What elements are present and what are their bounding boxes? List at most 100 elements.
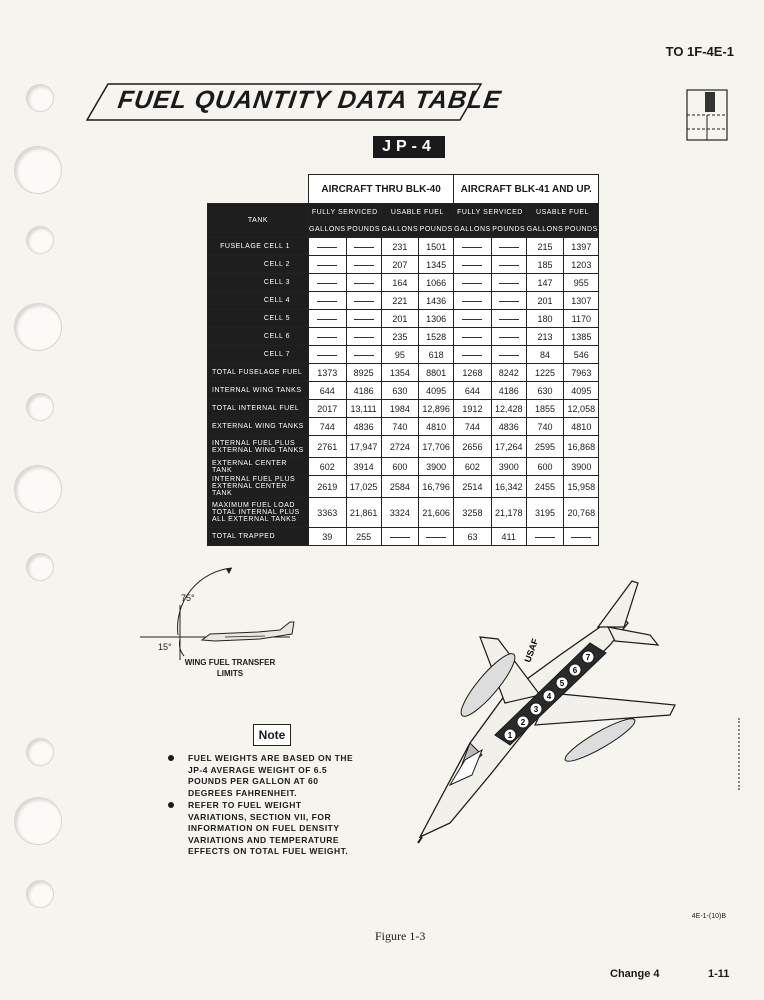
dash-mark bbox=[498, 246, 519, 248]
note-item: REFER TO FUEL WEIGHT VARIATIONS, SECTION… bbox=[168, 800, 360, 858]
table-cell bbox=[308, 255, 347, 274]
fuel-cell-number: 7 bbox=[586, 653, 591, 662]
table-cell: 2761 bbox=[308, 435, 347, 458]
table-cell: 147 bbox=[525, 273, 565, 292]
subheader-fully-serviced: FULLY SERVICED bbox=[308, 203, 382, 221]
figure-code: 4E-1-(10)B bbox=[691, 913, 726, 920]
col-gallons: GALLONS bbox=[380, 220, 420, 238]
document-number: TO 1F-4E-1 bbox=[665, 44, 734, 59]
table-cell: 3258 bbox=[453, 497, 492, 528]
table-cell: 4836 bbox=[490, 417, 527, 436]
table-cell bbox=[418, 527, 455, 546]
col-pounds: POUNDS bbox=[563, 220, 600, 238]
tank-header: TANK bbox=[207, 203, 309, 238]
dash-mark bbox=[535, 536, 556, 538]
binder-hole bbox=[14, 465, 62, 513]
table-cell bbox=[490, 237, 527, 256]
table-cell: 411 bbox=[490, 527, 527, 546]
dash-mark bbox=[498, 282, 519, 284]
table-cell: 12,896 bbox=[418, 399, 455, 418]
table-cell: 630 bbox=[525, 381, 565, 400]
row-label: TOTAL FUSELAGE FUEL bbox=[207, 363, 309, 382]
table-cell bbox=[345, 309, 382, 328]
row-label: CELL 2 bbox=[207, 255, 309, 274]
table-cell bbox=[490, 291, 527, 310]
fuel-cell-number: 6 bbox=[573, 666, 578, 675]
figure-caption: Figure 1-3 bbox=[375, 929, 426, 943]
table-cell: 740 bbox=[525, 417, 565, 436]
table-cell bbox=[490, 255, 527, 274]
binder-hole bbox=[14, 797, 62, 845]
row-label: TOTAL INTERNAL FUEL bbox=[207, 399, 309, 418]
table-cell bbox=[490, 345, 527, 364]
table-cell: 2595 bbox=[525, 435, 565, 458]
col-gallons: GALLONS bbox=[453, 220, 492, 238]
table-cell bbox=[453, 255, 492, 274]
table-cell bbox=[345, 255, 382, 274]
dash-mark bbox=[353, 354, 374, 356]
table-cell: 4836 bbox=[345, 417, 382, 436]
usaf-tail-marking: USAF bbox=[522, 637, 540, 664]
table-cell: 3900 bbox=[490, 457, 527, 476]
dash-mark bbox=[571, 536, 592, 538]
col-gallons: GALLONS bbox=[525, 220, 565, 238]
table-cell: 13,111 bbox=[345, 399, 382, 418]
row-label: CELL 5 bbox=[207, 309, 309, 328]
dash-mark bbox=[498, 300, 519, 302]
binder-hole bbox=[14, 303, 62, 351]
binder-hole bbox=[26, 738, 54, 766]
fuel-type-badge: JP-4 bbox=[373, 136, 445, 158]
dash-mark bbox=[317, 354, 338, 356]
table-cell: 95 bbox=[380, 345, 420, 364]
bullet-icon bbox=[168, 802, 174, 808]
table-cell: 12,058 bbox=[563, 399, 600, 418]
bullet-icon bbox=[168, 755, 174, 761]
table-cell: 1912 bbox=[453, 399, 492, 418]
table-cell: 740 bbox=[380, 417, 420, 436]
table-cell: 3324 bbox=[380, 497, 420, 528]
page-number: 1-11 bbox=[708, 968, 730, 980]
table-cell: 221 bbox=[380, 291, 420, 310]
fuel-cell-number: 1 bbox=[508, 731, 513, 740]
table-cell: 1436 bbox=[418, 291, 455, 310]
table-cell bbox=[345, 237, 382, 256]
row-label: CELL 7 bbox=[207, 345, 309, 364]
table-cell: 1397 bbox=[563, 237, 600, 256]
dash-mark bbox=[498, 264, 519, 266]
page-title: FUEL QUANTITY DATA TABLE bbox=[116, 86, 504, 114]
table-cell: 602 bbox=[308, 457, 347, 476]
wing-transfer-diagram bbox=[140, 567, 295, 660]
table-cell: 164 bbox=[380, 273, 420, 292]
table-cell: 231 bbox=[380, 237, 420, 256]
table-cell: 21,861 bbox=[345, 497, 382, 528]
col-gallons: GALLONS bbox=[308, 220, 347, 238]
group-header-thru-blk40: AIRCRAFT THRU BLK-40 bbox=[307, 174, 455, 204]
dash-mark bbox=[426, 536, 447, 538]
table-cell: 3363 bbox=[308, 497, 347, 528]
dash-mark bbox=[353, 318, 374, 320]
table-cell: 201 bbox=[380, 309, 420, 328]
dash-mark bbox=[353, 336, 374, 338]
fuel-quantity-table: AIRCRAFT THRU BLK-40 AIRCRAFT BLK-41 AND… bbox=[207, 174, 600, 546]
table-cell: 17,706 bbox=[418, 435, 455, 458]
table-cell: 1984 bbox=[380, 399, 420, 418]
table-cell: 1345 bbox=[418, 255, 455, 274]
table-cell bbox=[490, 273, 527, 292]
angle-label-75: 75° bbox=[181, 593, 195, 603]
table-cell: 630 bbox=[380, 381, 420, 400]
table-cell: 20,768 bbox=[563, 497, 600, 528]
fuel-cell-marker bbox=[542, 689, 556, 703]
table-cell: 16,796 bbox=[418, 475, 455, 498]
table-cell: 602 bbox=[453, 457, 492, 476]
table-cell bbox=[308, 345, 347, 364]
table-cell: 2656 bbox=[453, 435, 492, 458]
table-cell: 16,868 bbox=[563, 435, 600, 458]
dash-mark bbox=[317, 336, 338, 338]
